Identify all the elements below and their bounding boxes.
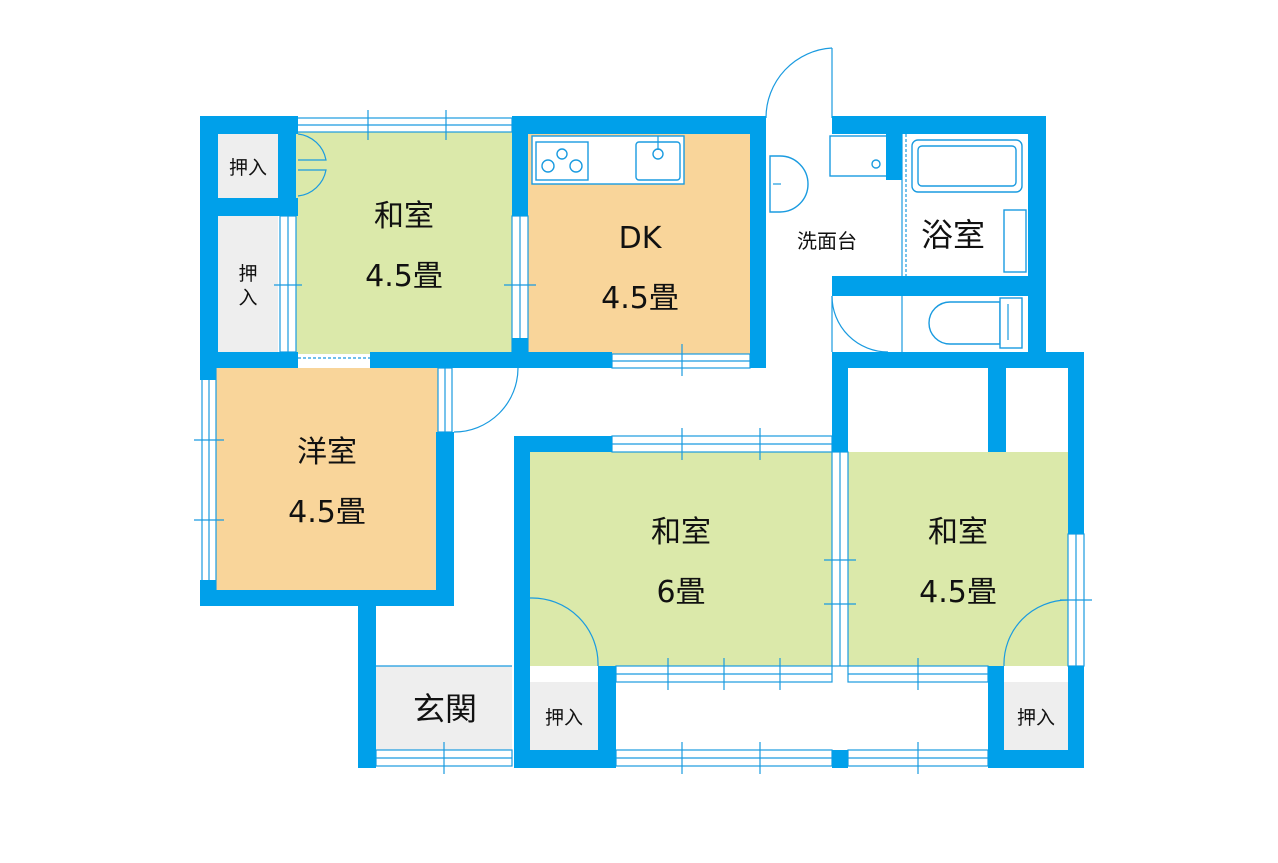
windows-and-sliding-doors [194,110,1092,774]
label-oshiire-bottom-left: 押入 [545,707,583,729]
room-size-washitsu-nw: 4.5畳 [365,259,443,294]
fixtures [531,135,1027,349]
bath-shelf [1003,209,1027,273]
room-size-dk: 4.5畳 [601,281,679,316]
washbasin [769,155,809,213]
washitsu-6-floor [530,452,832,666]
faucet-icon [652,148,664,160]
labels: 和室 4.5畳 DK 4.5畳 洋室 4.5畳 和室 6畳 和室 4.5畳 洗面… [229,157,1055,729]
toilet [928,301,1001,345]
washitsu-nw-floor [296,132,512,354]
label-oshiire-side-2: 入 [238,287,257,309]
room-fills [216,132,1068,750]
label-senmendai: 洗面台 [797,229,857,253]
walls [200,116,1084,768]
room-size-washitsu-se: 4.5畳 [919,575,997,610]
room-name-washitsu-se: 和室 [928,515,988,550]
washer [829,135,889,177]
room-name-yoshitsu: 洋室 [297,435,357,470]
oshiire-side-floor [218,216,278,352]
burner-icon [556,148,568,160]
room-name-dk: DK [619,221,663,256]
label-oshiire-bottom-right: 押入 [1017,707,1055,729]
oshiire-br-floor [1004,682,1068,750]
genkan-floor [376,666,512,750]
yoshitsu-floor [216,368,438,590]
oshiire-top-floor [218,134,278,198]
label-yokushitsu: 浴室 [921,216,985,254]
label-oshiire-top: 押入 [229,157,267,179]
door-swings [297,47,1069,667]
room-size-yoshitsu: 4.5畳 [288,495,366,530]
label-genkan: 玄関 [413,690,477,728]
room-name-washitsu-nw: 和室 [374,199,434,234]
washitsu-se-floor [848,452,1068,666]
label-oshiire-side-1: 押 [238,263,257,285]
room-name-washitsu-6: 和室 [651,515,711,550]
oshiire-bl-floor [530,682,598,750]
burner-icon [541,159,555,173]
burner-icon [569,159,583,173]
room-size-washitsu-6: 6畳 [656,575,705,610]
